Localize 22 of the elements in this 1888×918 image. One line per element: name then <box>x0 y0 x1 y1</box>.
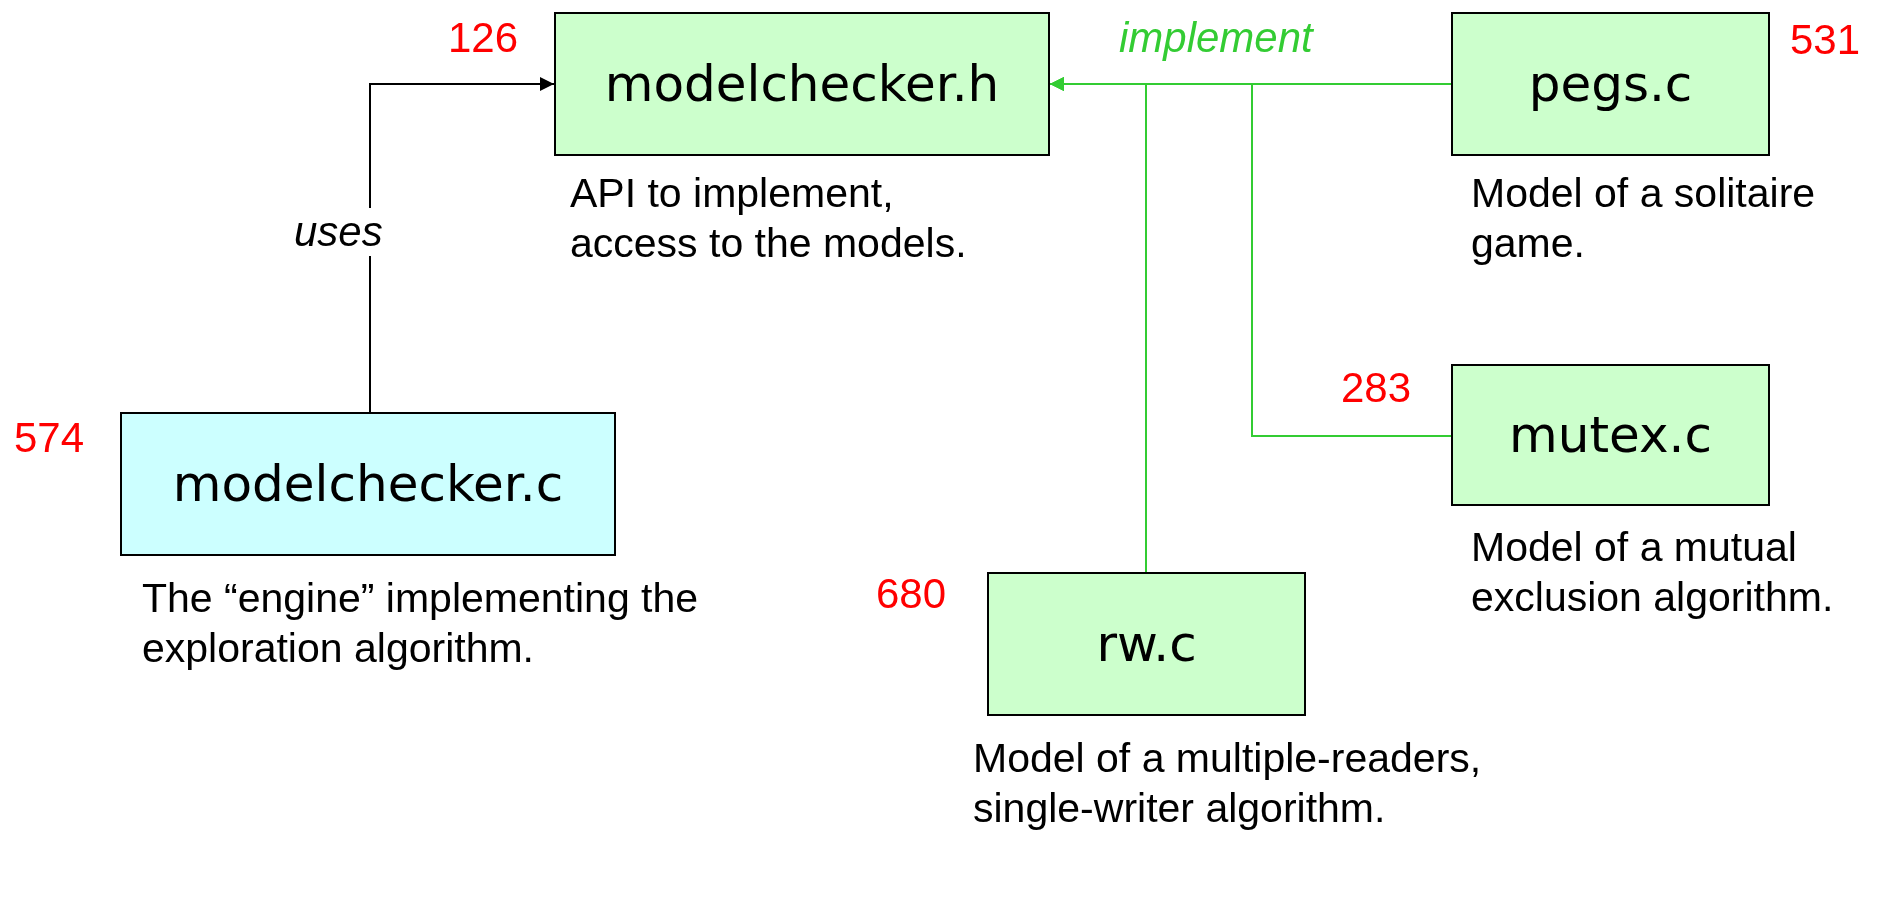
line-count: 531 <box>1790 16 1861 64</box>
description-text: Model of a solitaire game. <box>1471 169 1817 268</box>
file-box <box>1451 364 1770 506</box>
file-name: rw.c <box>1096 615 1197 673</box>
file-name: modelchecker.h <box>604 55 1000 113</box>
description-text: The “engine” implementing the exploration algorithm. <box>142 574 700 673</box>
file-box <box>554 12 1050 156</box>
file-name: pegs.c <box>1528 55 1693 113</box>
line-count: 283 <box>1341 364 1412 412</box>
file-box <box>987 572 1306 716</box>
line-count: 680 <box>876 570 947 618</box>
file-box <box>120 412 616 556</box>
line-count: 574 <box>14 414 85 462</box>
arrow <box>1049 77 1147 573</box>
line-count: 126 <box>448 14 519 62</box>
file-box <box>1451 12 1770 156</box>
description-text: Model of a mutual exclusion algorithm. <box>1471 523 1835 622</box>
description-text: Model of a multiple-readers, single-writer algorithm. <box>973 734 1483 833</box>
arrow <box>369 77 555 413</box>
description-text: API to implement, access to the models. <box>570 169 968 268</box>
file-name: mutex.c <box>1509 406 1712 464</box>
file-name: modelchecker.c <box>172 455 564 513</box>
